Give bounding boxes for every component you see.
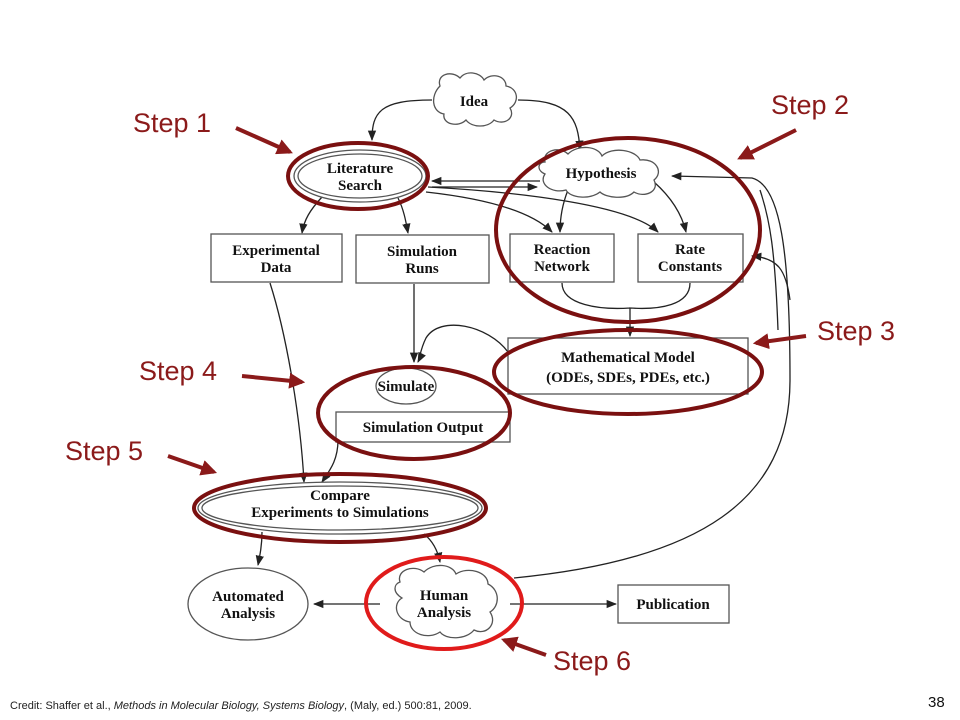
node-simulation-output: Simulation Output bbox=[335, 411, 511, 443]
node-simulation-runs-line2: Runs bbox=[405, 261, 439, 277]
edge-feedback-line bbox=[759, 189, 779, 331]
edge-literature-reaction bbox=[425, 191, 553, 233]
highlight-step-2 bbox=[494, 136, 762, 324]
credit-prefix: Credit: Shaffer et al., bbox=[10, 700, 114, 712]
node-publication-label: Publication bbox=[636, 597, 710, 613]
arrow-step-1 bbox=[235, 126, 293, 155]
node-human-analysis-line2: Analysis bbox=[417, 605, 471, 621]
node-compare: Compare Experiments to Simulations bbox=[197, 481, 483, 535]
node-rate-constants: Rate Constants bbox=[637, 233, 744, 283]
node-experimental-data-line1: Experimental bbox=[232, 243, 320, 259]
node-experimental-data-line2: Data bbox=[261, 260, 292, 276]
node-hypothesis-label: Hypothesis bbox=[566, 166, 637, 182]
node-idea: Idea bbox=[433, 72, 517, 127]
node-human-analysis-line1: Human bbox=[420, 588, 469, 604]
node-publication: Publication bbox=[617, 584, 730, 624]
step-6-label: Step 6 bbox=[553, 646, 631, 676]
highlight-step-3 bbox=[492, 328, 764, 416]
highlight-step-6 bbox=[364, 555, 524, 651]
node-simulation-output-label: Simulation Output bbox=[363, 420, 483, 436]
edge-hypothesis-rate bbox=[653, 181, 688, 234]
node-experimental-data: Experimental Data bbox=[210, 233, 343, 283]
credit-line: Credit: Shaffer et al., Methods in Molec… bbox=[10, 700, 472, 712]
highlight-step-4 bbox=[316, 365, 512, 461]
edge-literature-rate bbox=[427, 186, 659, 233]
arrow-step-2 bbox=[737, 128, 797, 160]
page-number: 38 bbox=[928, 694, 945, 711]
node-idea-label: Idea bbox=[460, 94, 489, 110]
highlight-step-5 bbox=[192, 472, 488, 544]
node-simulate: Simulate bbox=[375, 367, 437, 405]
node-human-analysis: Human Analysis bbox=[394, 564, 498, 639]
step-labels: Step 1 Step 2 Step 3 Step 4 Step 5 Step … bbox=[65, 90, 895, 676]
node-automated-analysis-line2: Analysis bbox=[221, 606, 275, 622]
node-reaction-network: Reaction Network bbox=[509, 233, 615, 283]
step-2-label: Step 2 bbox=[771, 90, 849, 120]
node-compare-line2: Experiments to Simulations bbox=[251, 505, 429, 521]
edge-hypothesis-reaction bbox=[555, 189, 569, 234]
node-rate-constants-line1: Rate bbox=[675, 242, 705, 258]
step-4-label: Step 4 bbox=[139, 356, 217, 386]
arrow-step-3 bbox=[752, 333, 807, 350]
step-5-label: Step 5 bbox=[65, 436, 143, 466]
node-literature-search: Literature Search bbox=[293, 149, 427, 203]
arrow-step-5 bbox=[167, 454, 218, 476]
edge-networks-model bbox=[561, 282, 691, 336]
node-rate-constants-line2: Constants bbox=[658, 259, 722, 275]
highlight-step-1 bbox=[286, 141, 430, 211]
step-1-label: Step 1 bbox=[133, 108, 211, 138]
edge-idea-literature bbox=[367, 99, 433, 142]
credit-book: Methods in Molecular Biology, Systems Bi… bbox=[113, 700, 345, 712]
node-mathematical-model-line2: (ODEs, SDEs, PDEs, etc.) bbox=[546, 370, 710, 386]
node-mathematical-model: Mathematical Model (ODEs, SDEs, PDEs, et… bbox=[507, 337, 749, 395]
arrow-step-6 bbox=[500, 636, 547, 657]
node-literature-search-line1: Literature bbox=[327, 161, 394, 177]
edge-human-hypothesis bbox=[513, 172, 791, 579]
arrow-step-4 bbox=[241, 372, 306, 389]
node-simulation-runs-line1: Simulation bbox=[387, 244, 458, 260]
node-automated-analysis-line1: Automated bbox=[212, 589, 284, 605]
node-simulate-label: Simulate bbox=[378, 379, 435, 395]
edge-literature-experimental bbox=[299, 196, 323, 235]
node-reaction-network-line1: Reaction bbox=[534, 242, 591, 258]
node-literature-search-line2: Search bbox=[338, 178, 383, 194]
node-mathematical-model-line1: Mathematical Model bbox=[561, 350, 695, 366]
step-highlights bbox=[192, 136, 764, 651]
step-arrows bbox=[167, 126, 807, 657]
edge-idea-hypothesis bbox=[517, 99, 584, 152]
node-compare-line1: Compare bbox=[310, 488, 370, 504]
credit-suffix: , (Maly, ed.) 500:81, 2009. bbox=[344, 700, 472, 712]
node-simulation-runs: Simulation Runs bbox=[355, 234, 490, 284]
node-reaction-network-line2: Network bbox=[534, 259, 590, 275]
step-3-label: Step 3 bbox=[817, 316, 895, 346]
edge-human-rate bbox=[750, 252, 791, 301]
node-automated-analysis: Automated Analysis bbox=[187, 567, 309, 641]
node-hypothesis: Hypothesis bbox=[538, 146, 659, 198]
edge-model-simulate bbox=[417, 324, 509, 363]
